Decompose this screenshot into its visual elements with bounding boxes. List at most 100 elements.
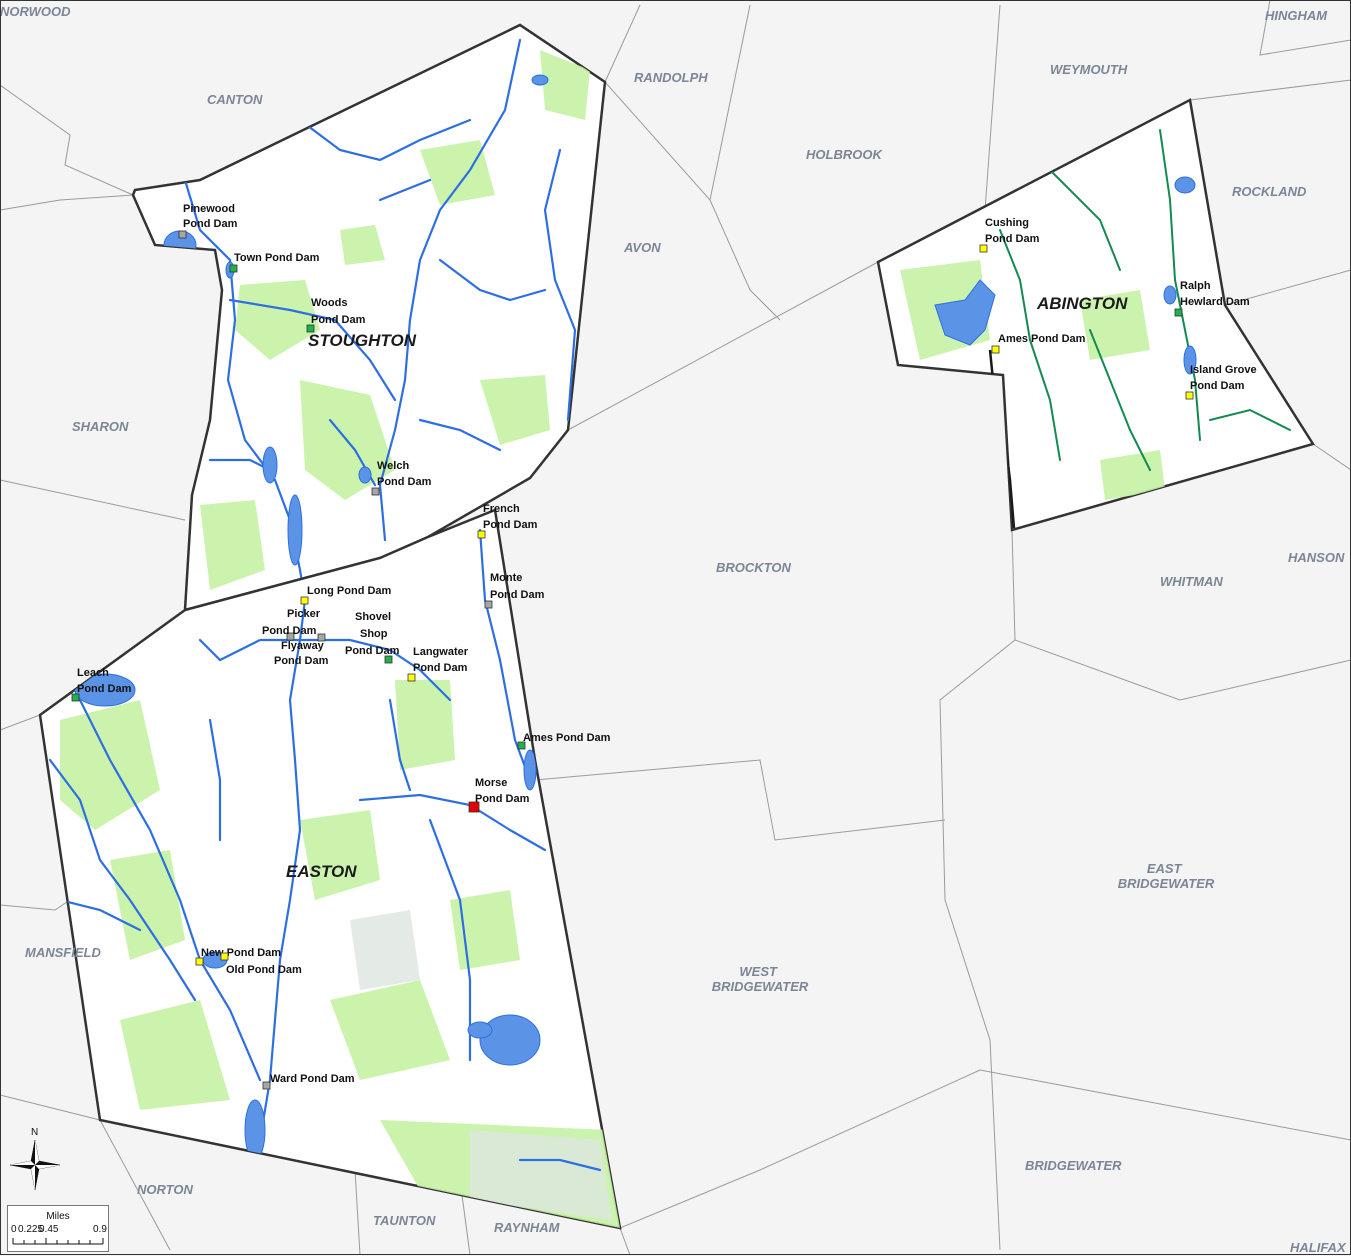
scale-bar-graphic: Miles 0 0.225 0.45 0.9 xyxy=(11,1211,107,1245)
neighbor-town-label: WEYMOUTH xyxy=(1050,62,1128,77)
dam-marker xyxy=(306,324,315,333)
scale-tick-label: 0.45 xyxy=(39,1224,59,1235)
dam-long-pond[interactable]: Long Pond Dam xyxy=(300,585,392,605)
scale-tick-label: 0 xyxy=(11,1224,17,1235)
neighbor-town-label: BROCKTON xyxy=(716,560,791,575)
neighbor-town-label: NORWOOD xyxy=(0,4,71,19)
dam-label: Town Pond Dam xyxy=(234,252,320,264)
focus-town-labels: STOUGHTON EASTON ABINGTON xyxy=(286,294,1128,881)
stoughton-boundary xyxy=(131,23,607,612)
dam-marker xyxy=(286,632,295,641)
scale-tick-label: 0.9 xyxy=(93,1224,107,1235)
neighbor-town-label-line: WEST xyxy=(739,964,778,979)
dam-marker xyxy=(262,1081,271,1090)
dam-marker xyxy=(1185,391,1194,400)
dam-marker xyxy=(229,264,238,273)
dam-marker xyxy=(178,230,187,239)
neighbor-town-label: HANSON xyxy=(1288,550,1345,565)
neighbor-town-label: HOLBROOK xyxy=(806,147,883,162)
dam-marker xyxy=(991,345,1000,354)
dam-marker xyxy=(317,633,326,642)
dam-label: Long Pond Dam xyxy=(307,585,392,597)
scale-bar: Miles 0 0.225 0.45 0.9 xyxy=(7,1205,109,1252)
dam-ames-pond-abington[interactable]: Ames Pond Dam xyxy=(991,333,1086,354)
dam-marker xyxy=(468,801,480,813)
dam-marker xyxy=(1174,308,1183,317)
neighbor-town-label: EAST BRIDGEWATER xyxy=(1118,861,1215,891)
scale-tick-label: 0.225 xyxy=(18,1224,43,1235)
dam-ames-pond-easton[interactable]: Ames Pond Dam xyxy=(517,732,611,750)
focus-town-label: ABINGTON xyxy=(1036,294,1128,313)
dam-label: Ames Pond Dam xyxy=(523,732,611,744)
dam-marker xyxy=(484,600,493,609)
dam-marker xyxy=(477,530,486,539)
neighbor-town-label: ROCKLAND xyxy=(1232,184,1307,199)
dam-label: Ames Pond Dam xyxy=(998,333,1086,345)
neighbor-town-label: WEST BRIDGEWATER xyxy=(712,964,809,994)
neighbor-town-label: TAUNTON xyxy=(373,1213,436,1228)
easton-features xyxy=(48,528,620,1228)
neighbor-town-label: RAYNHAM xyxy=(494,1220,561,1235)
neighbor-town-label: CANTON xyxy=(207,92,263,107)
dam-label: Ward Pond Dam xyxy=(270,1073,355,1085)
neighbor-town-label: NORTON xyxy=(137,1182,193,1197)
dam-marker xyxy=(371,487,380,496)
north-arrow: N xyxy=(9,1127,61,1191)
dam-label: New Pond Dam xyxy=(201,947,281,959)
focus-town-label: EASTON xyxy=(286,862,357,881)
dam-ward-pond[interactable]: Ward Pond Dam xyxy=(262,1073,355,1090)
dam-marker xyxy=(384,655,393,664)
scale-title: Miles xyxy=(46,1211,69,1222)
abington-features xyxy=(900,129,1291,529)
north-arrow-label: N xyxy=(31,1127,38,1138)
dam-old-pond[interactable]: Old Pond Dam xyxy=(220,952,302,976)
dam-label: Old Pond Dam xyxy=(226,964,302,976)
neighbor-town-label-line: BRIDGEWATER xyxy=(712,979,809,994)
stoughton-features xyxy=(163,38,590,602)
neighbor-town-label: MANSFIELD xyxy=(25,945,101,960)
neighbor-town-labels: NORWOOD CANTON RANDOLPH WEYMOUTH HINGHAM… xyxy=(0,4,1347,1255)
neighbor-town-label: HINGHAM xyxy=(1265,8,1328,23)
dam-marker xyxy=(71,693,80,702)
neighbor-town-label-line: BRIDGEWATER xyxy=(1118,876,1215,891)
neighbor-town-label: HALIFAX xyxy=(1290,1240,1347,1255)
dam-marker xyxy=(195,957,204,966)
dam-marker xyxy=(979,244,988,253)
easton-boundary xyxy=(38,508,622,1230)
neighbor-town-label-line: EAST xyxy=(1147,861,1183,876)
dam-town-pond[interactable]: Town Pond Dam xyxy=(229,252,320,273)
focus-town-label: STOUGHTON xyxy=(308,331,417,350)
neighbor-town-label: BRIDGEWATER xyxy=(1025,1158,1122,1173)
dam-marker xyxy=(220,952,229,961)
abington-boundary xyxy=(876,98,1315,532)
